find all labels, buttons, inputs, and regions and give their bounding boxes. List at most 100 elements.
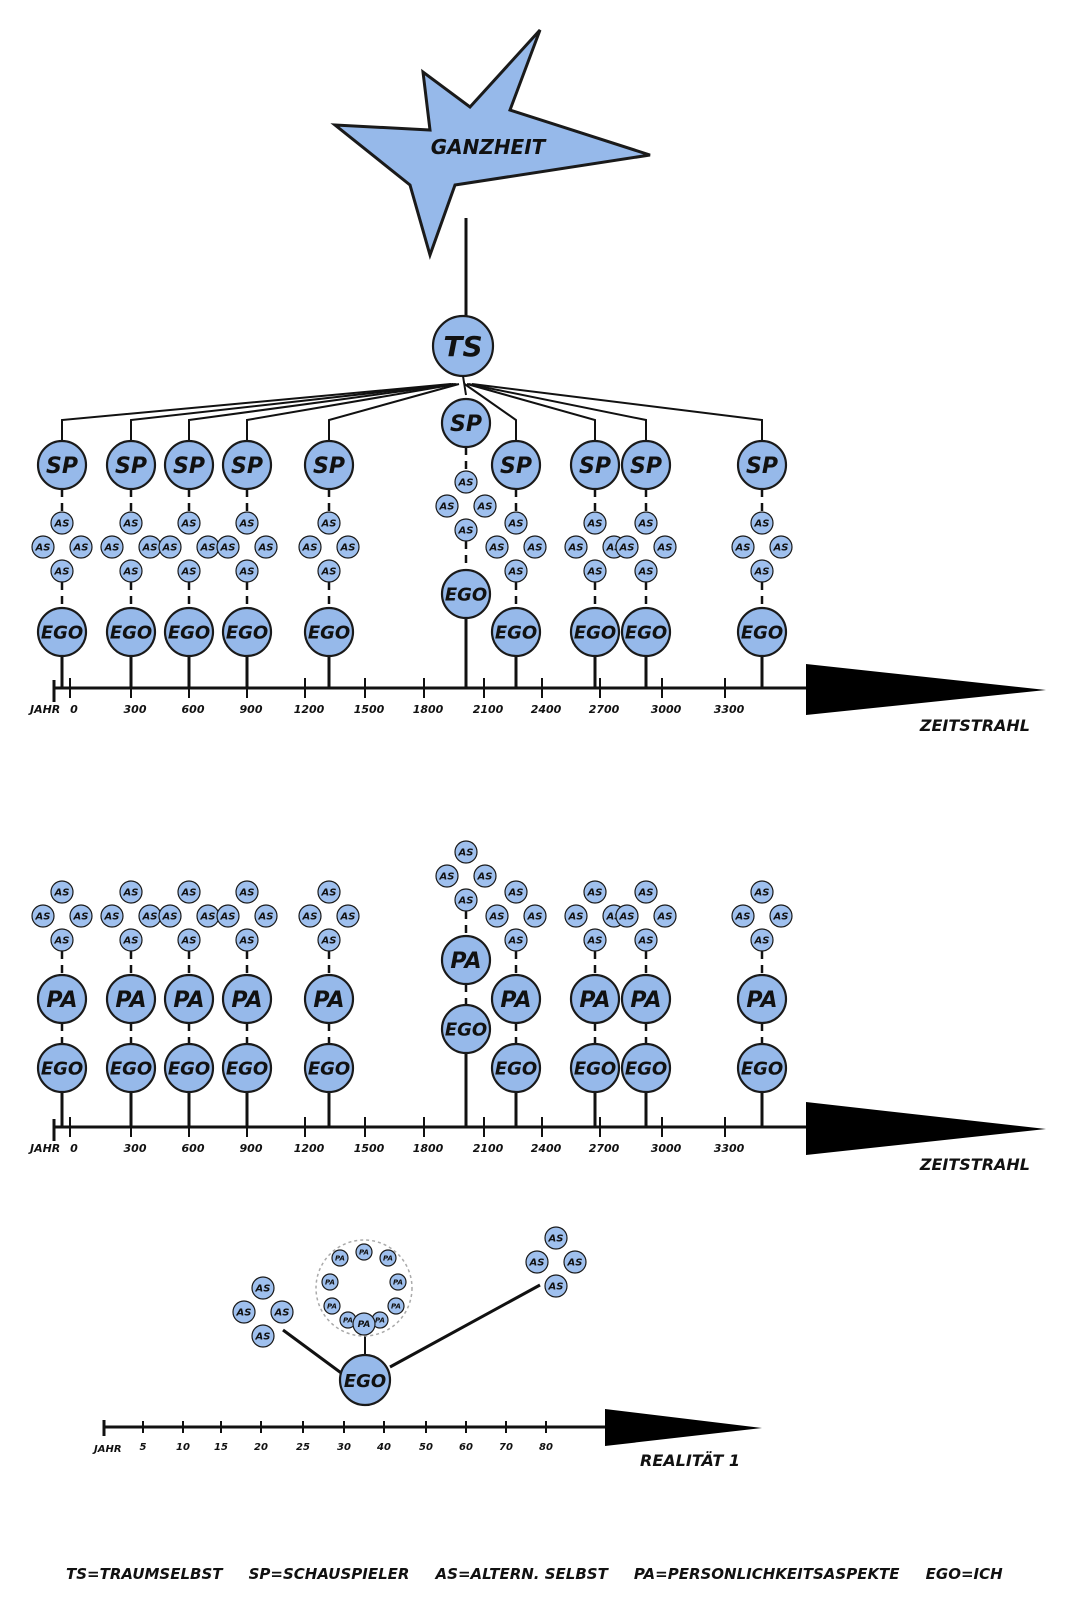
sp-column-5-as-right-label: AS <box>340 543 356 554</box>
reality-left-as-left <box>232 1300 256 1324</box>
pa-column-8-ego-label: EGO <box>574 1058 616 1079</box>
reality-left-as-top-label: AS <box>255 1284 271 1295</box>
pa-ring-node-2-label: PA <box>335 1255 345 1263</box>
sp-column-10-as-top-label: AS <box>754 519 770 530</box>
pa-ring-node-7-label: PA <box>391 1303 401 1311</box>
sp-column-8-as-right-label: AS <box>606 543 622 554</box>
t2ticks-tick-label-7: 2100 <box>473 1142 504 1155</box>
pa-column-3-as-right-label: AS <box>200 912 216 923</box>
reality-tick-label-4: 25 <box>296 1442 310 1453</box>
t2ticks-tick-label-3: 900 <box>240 1142 263 1155</box>
pa-column-7-as-bottom-label: AS <box>508 936 524 947</box>
pa-column-6-pa <box>440 934 492 986</box>
pa-column-6-ego <box>440 1003 492 1055</box>
sp-column-5-branch <box>328 383 460 440</box>
pa-column-1-as-bottom-label: AS <box>54 936 70 947</box>
timeline-1-title: ZEITSTRAHL <box>919 716 1030 735</box>
sp-column-9-as-top-label: AS <box>638 519 654 530</box>
pa-column-8-as-left-label: AS <box>568 912 584 923</box>
sp-column-5-as-right <box>336 535 360 559</box>
sp-column-9-as-right-label: AS <box>657 543 673 554</box>
pa-column-1-pa <box>36 973 88 1025</box>
sp-column-10-sp <box>736 439 788 491</box>
sp-column-9-ego <box>620 606 672 658</box>
reality-left-as-right <box>270 1300 294 1324</box>
pa-column-2-as-bottom-label: AS <box>123 936 139 947</box>
pa-column-1-as-top <box>50 880 74 904</box>
pa-column-9-as-right-label: AS <box>657 912 673 923</box>
pa-column-1-as-top-label: AS <box>54 888 70 899</box>
t2ticks-tick-label-4: 1200 <box>294 1142 325 1155</box>
pa-column-5-ego <box>303 1042 355 1094</box>
sp-column-9-as-right <box>653 535 677 559</box>
pa-column-7-as-bottom <box>504 928 528 952</box>
sp-column-6-as-right-label: AS <box>477 502 493 513</box>
pa-column-7-ego <box>490 1042 542 1094</box>
pa-ring-node-2 <box>331 1249 349 1267</box>
pa-column-4-ego-label: EGO <box>226 1058 268 1079</box>
reality-left-as-top <box>251 1276 275 1300</box>
sp-column-7-as-right <box>523 535 547 559</box>
pa-column-9-as-right <box>653 904 677 928</box>
reality-start-label: JAHR <box>92 1444 122 1455</box>
pa-column-1-ego <box>36 1042 88 1094</box>
reality-tick-label-2: 15 <box>214 1442 228 1453</box>
sp-column-4-ego-label: EGO <box>226 622 268 643</box>
reality-left-as-right-label: AS <box>274 1308 290 1319</box>
t1ticks-tick-label-1: 300 <box>124 703 147 716</box>
pa-column-9-ego-label: EGO <box>625 1058 667 1079</box>
sp-column-7-sp <box>490 439 542 491</box>
sp-column-10-as-bottom <box>750 559 774 583</box>
sp-column-5-sp <box>303 439 355 491</box>
reality-ego-node <box>338 1353 392 1407</box>
reality-tick-label-10: 80 <box>539 1442 553 1453</box>
timeline-2-title: ZEITSTRAHL <box>919 1155 1030 1174</box>
sp-column-10-as-left <box>731 535 755 559</box>
sp-column-8-sp-label: SP <box>579 454 611 479</box>
pa-column-5-as-left <box>298 904 322 928</box>
reality-right-as-right <box>563 1250 587 1274</box>
pa-column-5-as-bottom <box>317 928 341 952</box>
sp-column-4-as-top-label: AS <box>239 519 255 530</box>
pa-column-1-as-left <box>31 904 55 928</box>
pa-column-8-as-top <box>583 880 607 904</box>
sp-column-9-as-left <box>615 535 639 559</box>
pa-column-8-as-bottom-label: AS <box>587 936 603 947</box>
sp-column-6-ego <box>440 568 492 620</box>
reality-right-as-top <box>544 1226 568 1250</box>
pa-column-10-ego-label: EGO <box>741 1058 783 1079</box>
sp-column-1-as-top <box>50 511 74 535</box>
pa-ring-node-5 <box>389 1273 407 1291</box>
pa-column-6-as-top-label: AS <box>458 848 474 859</box>
sp-column-7-as-top <box>504 511 528 535</box>
t2ticks-tick-label-11: 3300 <box>714 1142 745 1155</box>
sp-column-1-sp <box>36 439 88 491</box>
pa-column-6-pa-label: PA <box>450 949 481 974</box>
pa-column-7-as-top <box>504 880 528 904</box>
pa-column-10-as-bottom-label: AS <box>754 936 770 947</box>
pa-column-4-pa <box>221 973 273 1025</box>
pa-column-9-as-left <box>615 904 639 928</box>
pa-column-9-ego <box>620 1042 672 1094</box>
pa-column-10-as-top <box>750 880 774 904</box>
reality-tick-label-6: 40 <box>376 1442 391 1453</box>
sp-column-5-sp-label: SP <box>313 454 345 479</box>
pa-column-4-as-bottom <box>235 928 259 952</box>
sp-column-4-as-right-label: AS <box>258 543 274 554</box>
sp-column-2-sp <box>105 439 157 491</box>
sp-column-6-sp-label: SP <box>450 412 482 437</box>
pa-column-9-pa <box>620 973 672 1025</box>
sp-column-5-as-left-label: AS <box>302 543 318 554</box>
pa-column-2-pa-label: PA <box>115 988 146 1013</box>
sp-column-7-as-top-label: AS <box>508 519 524 530</box>
sp-column-7-as-left-label: AS <box>489 543 505 554</box>
pa-column-3-as-bottom-label: AS <box>181 936 197 947</box>
pa-column-6-as-right-label: AS <box>477 872 493 883</box>
reality-right-as-right-label: AS <box>567 1258 583 1269</box>
sp-column-8-as-left-label: AS <box>568 543 584 554</box>
reality-tick-label-7: 50 <box>419 1442 433 1453</box>
